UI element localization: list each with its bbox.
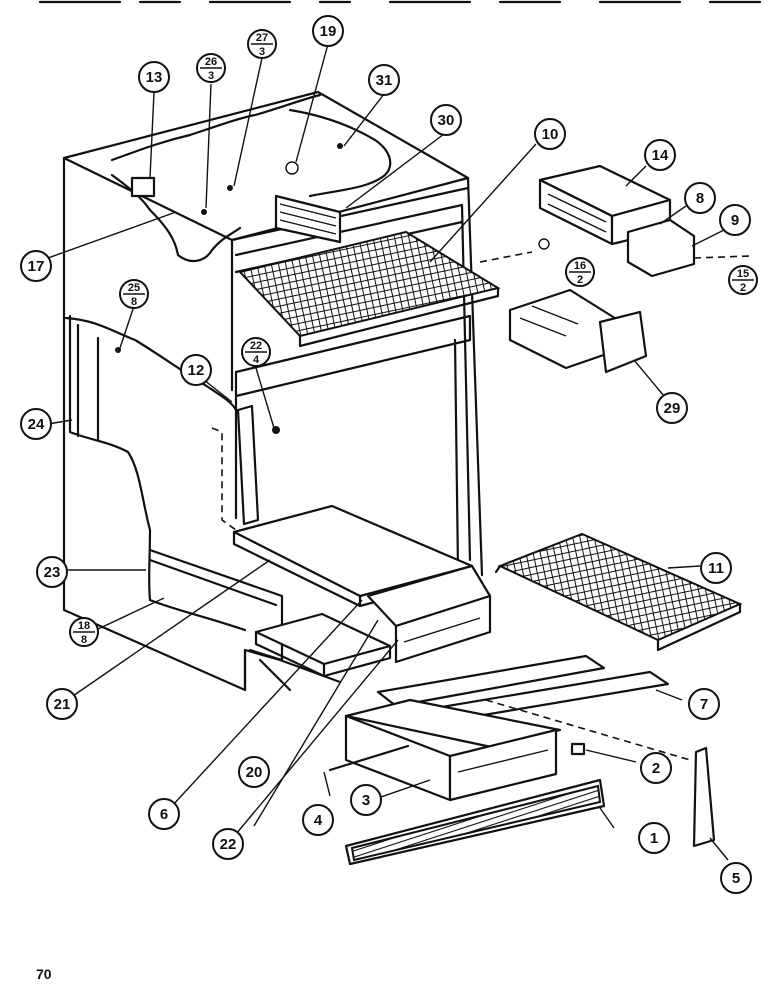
page-number: 70 [36,966,52,982]
callout-10-label: 10 [542,126,559,143]
callout-15-2-num: 15 [737,268,749,280]
callout-12-label: 12 [188,362,205,379]
callout-16-2-num: 16 [574,260,586,272]
callout-26-3: 26 3 [196,53,226,83]
callout-21-label: 21 [54,696,71,713]
callout-7-label: 7 [700,696,708,713]
callout-16-2: 16 2 [565,257,595,287]
callout-17-label: 17 [28,258,45,275]
callout-30: 30 [430,104,462,136]
callout-20-label: 20 [246,764,263,781]
callout-22: 22 [212,828,244,860]
callout-12: 12 [180,354,212,386]
callout-15-2-den: 2 [740,282,746,294]
callout-14: 14 [644,139,676,171]
callout-1: 1 [638,822,670,854]
callout-22-4: 22 4 [241,337,271,367]
callout-4: 4 [302,804,334,836]
callout-27-3: 27 3 [247,29,277,59]
callout-26-3-num: 26 [205,56,217,68]
bottom-assemblies [328,654,716,866]
callout-19-label: 19 [320,23,337,40]
callout-16-2-den: 2 [577,274,583,286]
callout-18-8-den: 8 [81,634,87,646]
cabinet-body [62,90,484,692]
leader-lines [47,43,733,861]
callout-6: 6 [148,798,180,830]
light-housing [115,347,280,531]
callout-21: 21 [46,688,78,720]
callout-2-label: 2 [652,760,660,777]
icemaker-assembly [479,164,751,374]
callout-11: 11 [700,552,732,584]
callout-10: 10 [534,118,566,150]
callout-9: 9 [719,204,751,236]
callout-13: 13 [138,61,170,93]
callout-5: 5 [720,862,752,894]
callout-23-label: 23 [44,564,61,581]
callout-23: 23 [36,556,68,588]
cantilever-shelf [494,532,743,652]
callout-11-label: 11 [708,560,724,577]
callout-7: 7 [688,688,720,720]
callout-30-label: 30 [438,112,455,129]
top-torn-insulation [110,93,392,263]
callout-22-4-den: 4 [253,354,260,366]
freezer-wire-shelf [238,230,501,348]
crisper-drawers [254,564,492,678]
callout-5-label: 5 [732,870,740,887]
callout-1-label: 1 [650,830,658,847]
callout-31: 31 [368,64,400,96]
callout-2: 2 [640,752,672,784]
callout-24-label: 24 [28,416,45,433]
callout-25-8-num: 25 [128,282,140,294]
callout-14-label: 14 [652,147,669,164]
callout-27-3-num: 27 [256,32,268,44]
callout-26-3-den: 3 [208,70,214,82]
callout-22-4-num: 22 [250,340,262,352]
callout-25-8-den: 8 [131,296,137,308]
callout-29: 29 [656,392,688,424]
callout-29-label: 29 [664,400,681,417]
callout-20: 20 [238,756,270,788]
callout-27-3-den: 3 [259,46,265,58]
callout-3: 3 [350,784,382,816]
callout-3-label: 3 [362,792,370,809]
callout-18-8-num: 18 [78,620,90,632]
callout-8: 8 [684,182,716,214]
callout-22-label: 22 [220,836,237,853]
callout-13-label: 13 [146,69,163,86]
callout-24: 24 [20,408,52,440]
callout-15-2: 15 2 [728,265,758,295]
callout-18-8: 18 8 [69,617,99,647]
callout-25-8: 25 8 [119,279,149,309]
callout-9-label: 9 [731,212,739,229]
air-duct [274,194,342,244]
callout-31-label: 31 [376,72,393,89]
callout-8-label: 8 [696,190,704,207]
callout-4-label: 4 [314,812,323,829]
callout-6-label: 6 [160,806,168,823]
callout-19: 19 [312,15,344,47]
callout-17: 17 [20,250,52,282]
